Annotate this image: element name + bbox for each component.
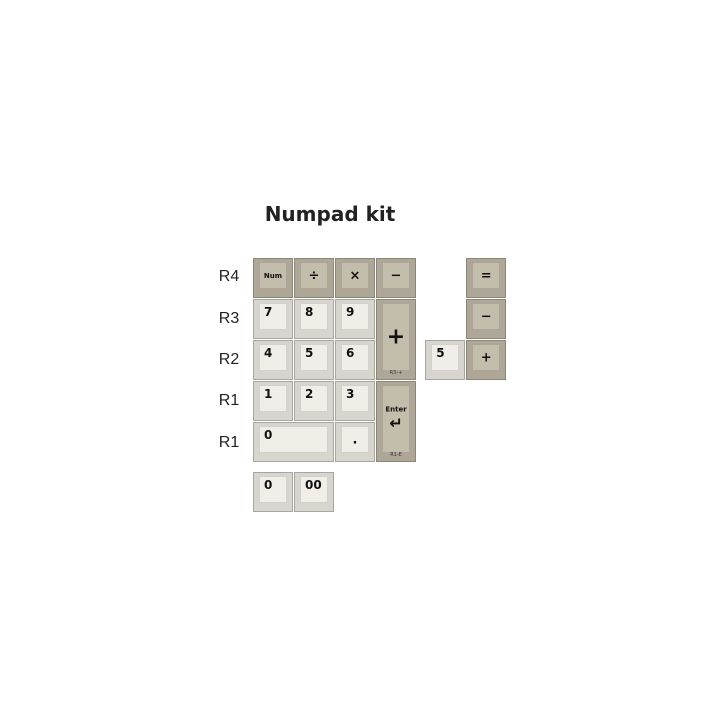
keycap-face: 6 — [341, 344, 369, 371]
keycap: Enter↵ R1-E — [376, 381, 416, 462]
keycap-legend: Enter↵ — [385, 405, 407, 433]
row-label: R4 — [218, 268, 240, 285]
keycap-face: − — [472, 303, 501, 330]
keycap: Num — [253, 258, 293, 298]
keycap-face: 4 — [259, 344, 287, 371]
keycap-legend: 5 — [436, 346, 445, 360]
keycap: 00 — [294, 472, 334, 513]
keycap-face: 00 — [300, 476, 328, 504]
keycap-legend: 3 — [346, 387, 355, 401]
keycap: 0 — [253, 422, 334, 462]
keycap-face: 0 — [259, 426, 328, 453]
keycap-legend: − — [480, 309, 492, 324]
keycap: 5 — [294, 340, 334, 380]
keycap: 2 — [294, 381, 334, 421]
keycap-face: 9 — [341, 303, 369, 330]
keycap-face: Enter↵ R1-E — [382, 385, 410, 458]
keycap-face: + R3-+ — [382, 303, 410, 376]
row-label: R1 — [218, 434, 240, 451]
keycap-face: 3 — [341, 385, 369, 412]
keycap-sublegend: R3-+ — [389, 370, 403, 376]
keycap-legend: ÷ — [308, 268, 320, 283]
keycap-legend: 7 — [264, 305, 273, 319]
keycap: 6 — [335, 340, 375, 380]
keycap-legend: + — [480, 350, 492, 365]
keycap: = — [466, 258, 507, 298]
keycap: 9 — [335, 299, 375, 339]
keycap-legend: 9 — [346, 305, 355, 319]
keycap: − — [466, 299, 507, 339]
keycap-face: − — [382, 262, 410, 289]
keycap: 5 — [425, 340, 466, 380]
keycap: + — [466, 340, 507, 380]
keycap-legend: 2 — [305, 387, 314, 401]
keycap-legend: 0 — [264, 478, 273, 493]
keycap-legend: 8 — [305, 305, 314, 319]
keycap-legend: 0 — [264, 428, 273, 442]
keycap-legend: = — [480, 268, 492, 283]
keycap-face: 7 — [259, 303, 287, 330]
keycap-face: ÷ — [300, 262, 328, 289]
keycap-legend: . — [352, 432, 358, 447]
row-label: R1 — [218, 392, 240, 409]
keycap: . — [335, 422, 375, 462]
keycap-face: × — [341, 262, 369, 289]
keycap: 7 — [253, 299, 293, 339]
keycap-face: 5 — [300, 344, 328, 371]
keycap: ÷ — [294, 258, 334, 298]
keycap-face: = — [472, 262, 501, 289]
row-label: R3 — [218, 310, 240, 327]
keycap-face: . — [341, 426, 369, 453]
keycap-face: 2 — [300, 385, 328, 412]
row-label: R2 — [218, 351, 240, 368]
keycap: 3 — [335, 381, 375, 421]
keycap: 4 — [253, 340, 293, 380]
keycap-legend: 4 — [264, 346, 273, 360]
keycap: × — [335, 258, 375, 298]
keycap-legend: Num — [263, 271, 283, 280]
keycap-face: 5 — [431, 344, 460, 371]
keycap-face: Num — [259, 262, 287, 289]
keycap: 1 — [253, 381, 293, 421]
keycap-face: 0 — [259, 476, 287, 504]
keycap-legend: × — [349, 268, 361, 283]
keycap-legend: 6 — [346, 346, 355, 360]
keycap-legend: − — [390, 268, 402, 283]
keycap-legend: + — [386, 324, 406, 350]
keycap: + R3-+ — [376, 299, 416, 380]
keycap: − — [376, 258, 416, 298]
keycap-face: 1 — [259, 385, 287, 412]
keycap-face: + — [472, 344, 501, 371]
keycap-legend: 00 — [305, 478, 322, 493]
keycap-sublegend: R1-E — [390, 452, 402, 458]
keycap: 8 — [294, 299, 334, 339]
keycap: 0 — [253, 472, 293, 513]
page-title: Numpad kit — [264, 202, 396, 226]
keycap-legend: 5 — [305, 346, 314, 360]
keycap-face: 8 — [300, 303, 328, 330]
keycap-legend: 1 — [264, 387, 273, 401]
